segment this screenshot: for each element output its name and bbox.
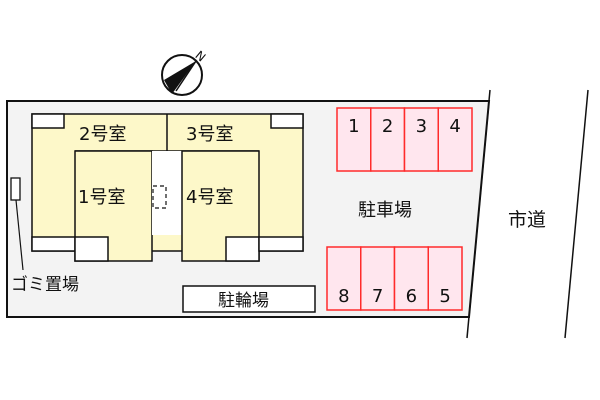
parking-space-number: 3 [416, 116, 427, 137]
bicycle-parking-label: 駐輪場 [218, 291, 269, 311]
parking-space-number: 2 [382, 116, 393, 137]
parking-space-number: 5 [439, 286, 450, 307]
room-3-label: 3号室 [186, 124, 233, 145]
parking-label: 駐車場 [358, 200, 412, 221]
stairs-dashed [152, 185, 167, 209]
parking-row-bottom: 8 7 6 5 [326, 246, 463, 311]
north-arrow-icon: N [161, 48, 208, 96]
road-label: 市道 [508, 209, 546, 231]
parking-space [393, 246, 429, 311]
garbage-area [10, 177, 21, 201]
parking-space-number: 6 [406, 286, 417, 307]
garbage-leader-line [15, 199, 24, 271]
room-4-label: 4号室 [186, 187, 233, 208]
room-1-label: 1号室 [78, 187, 125, 208]
parking-space [360, 246, 396, 311]
parking-space [370, 107, 406, 172]
parking-space-number: 1 [348, 116, 359, 137]
room-2-label: 2号室 [79, 124, 126, 145]
corridor [152, 151, 182, 235]
road-edge-right [564, 89, 589, 339]
bicycle-parking [182, 285, 316, 313]
parking-space-number: 8 [338, 286, 349, 307]
parking-space-number: 7 [372, 286, 383, 307]
parking-space [437, 107, 473, 172]
building [31, 113, 304, 262]
parking-space-number: 4 [449, 116, 460, 137]
parking-row-top: 1 2 3 4 [336, 107, 473, 172]
parking-space [403, 107, 439, 172]
parking-space [427, 246, 463, 311]
garbage-label: ゴミ置場 [11, 274, 79, 295]
